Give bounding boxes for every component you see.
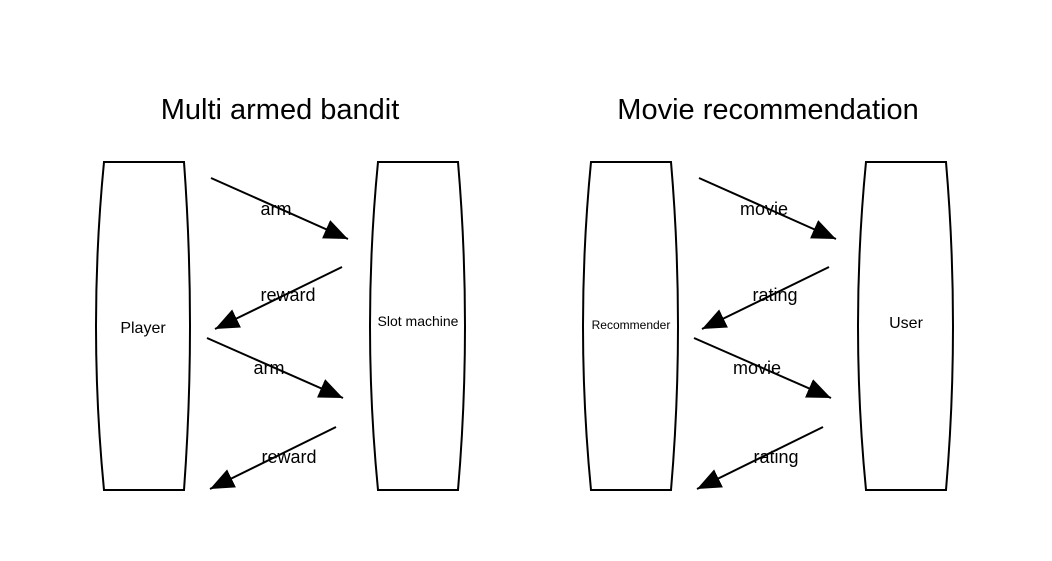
right-edge-4: rating xyxy=(696,426,824,490)
right-edge-3-arrow xyxy=(693,337,832,399)
right-diagram: Movie recommendation Recommender User mo… xyxy=(582,94,954,491)
right-edge-4-arrow xyxy=(696,426,824,490)
left-edge-1: arm xyxy=(210,177,349,240)
left-edge-1-label: arm xyxy=(261,199,292,219)
left-diagram-title: Multi armed bandit xyxy=(161,94,400,126)
right-edge-1-arrow xyxy=(698,177,837,240)
left-edge-1-arrow xyxy=(210,177,349,240)
recommender-node-shape xyxy=(582,161,679,491)
slot-machine-node: Slot machine xyxy=(369,161,466,491)
right-edge-1: movie xyxy=(698,177,837,240)
user-node-shape xyxy=(857,161,954,491)
right-edge-2-label: rating xyxy=(752,285,797,305)
recommender-node-label: Recommender xyxy=(592,318,671,332)
left-edge-4-label: reward xyxy=(261,447,316,467)
right-edge-4-label: rating xyxy=(753,447,798,467)
player-node: Player xyxy=(95,161,191,491)
right-edge-2: rating xyxy=(701,266,830,330)
right-edge-2-arrow xyxy=(701,266,830,330)
slot-machine-node-shape xyxy=(369,161,466,491)
right-edge-3-label: movie xyxy=(733,358,781,378)
player-node-shape xyxy=(95,161,191,491)
left-edge-2-arrow xyxy=(214,266,343,330)
recommender-node: Recommender xyxy=(582,161,679,491)
right-edge-3: movie xyxy=(693,337,832,399)
left-diagram: Multi armed bandit Player Slot machine a… xyxy=(95,94,466,491)
user-node-label: User xyxy=(889,315,923,332)
left-edge-3-arrow xyxy=(206,337,344,399)
user-node: User xyxy=(857,161,954,491)
left-edge-3-label: arm xyxy=(254,358,285,378)
left-edge-4: reward xyxy=(209,426,337,490)
slot-machine-node-label: Slot machine xyxy=(378,313,459,329)
player-node-label: Player xyxy=(120,320,166,337)
left-edge-2-label: reward xyxy=(260,285,315,305)
left-edge-4-arrow xyxy=(209,426,337,490)
left-edge-2: reward xyxy=(214,266,343,330)
left-edge-3: arm xyxy=(206,337,344,399)
right-diagram-title: Movie recommendation xyxy=(617,94,918,126)
right-edge-1-label: movie xyxy=(740,199,788,219)
